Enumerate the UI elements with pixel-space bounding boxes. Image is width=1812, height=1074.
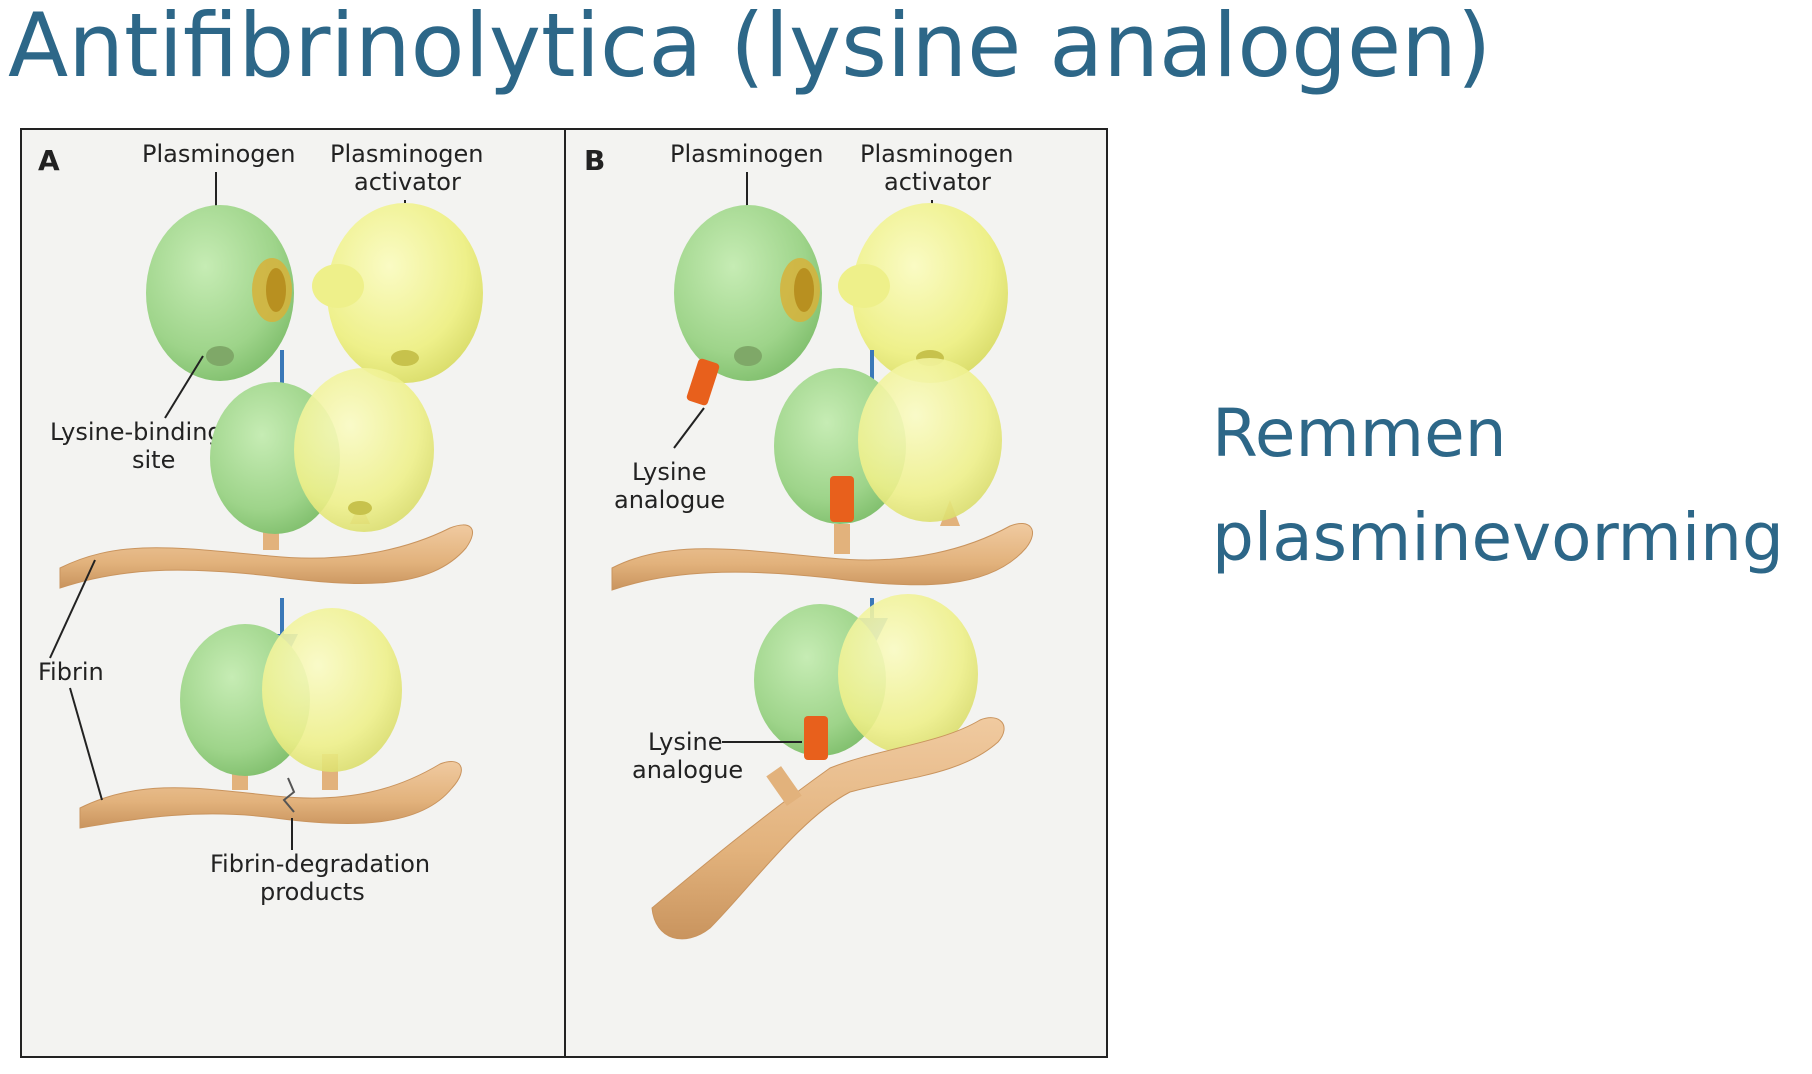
panel-a-complex-1 [210, 368, 434, 550]
panel-b-la1-label-2: analogue [614, 486, 725, 514]
panel-a-lbs-label-2: site [132, 446, 175, 474]
panel-a-plasminogen-label: Plasminogen [142, 140, 296, 168]
panel-b-complex-1 [774, 358, 1002, 554]
panel-a-activator-label-2: activator [354, 168, 461, 196]
panel-a-lbs-label-1: Lysine-binding [50, 418, 223, 446]
panel-b-activator-label-2: activator [884, 168, 991, 196]
subtitle-line-1: Remmen [1212, 395, 1507, 472]
panel-b-la2-label-2: analogue [632, 756, 743, 784]
panel-b-letter: B [584, 144, 605, 177]
slide-title: Antifibrinolytica (lysine analogen) [8, 0, 1492, 97]
mechanism-figure: A Plasminogen Plasminogen activator Lysi… [20, 128, 1108, 1058]
panel-a-fdp-label-1: Fibrin-degradation [210, 850, 430, 878]
panel-b-fibrin-1 [611, 523, 1033, 591]
panel-b [564, 128, 1108, 1058]
panel-a-plasminogen [146, 205, 294, 381]
panel-b-la1-label-1: Lysine [632, 458, 707, 486]
subtitle: Remmen plasminevorming [1212, 382, 1784, 590]
panel-a-letter: A [38, 144, 60, 177]
subtitle-line-2: plasminevorming [1212, 499, 1784, 576]
panel-a-fibrin-2 [79, 761, 462, 829]
panel-a-fibrin-1 [59, 524, 473, 589]
panel-b-plasminogen-label: Plasminogen [670, 140, 824, 168]
panel-b-la2-label-1: Lysine [648, 728, 723, 756]
panel-a-activator-label-1: Plasminogen [330, 140, 484, 168]
panel-b-lysine-analogue-free [686, 358, 720, 406]
panel-b-complex-2 [754, 594, 978, 760]
panel-b-plasminogen [674, 205, 822, 381]
panel-a-fdp-label-2: products [260, 878, 365, 906]
panel-a-complex-2 [180, 608, 402, 790]
panel-b-activator-label-1: Plasminogen [860, 140, 1014, 168]
panel-a-activator [312, 203, 483, 383]
panel-a-fibrin-label: Fibrin [38, 658, 104, 686]
panel-a [20, 128, 566, 1058]
